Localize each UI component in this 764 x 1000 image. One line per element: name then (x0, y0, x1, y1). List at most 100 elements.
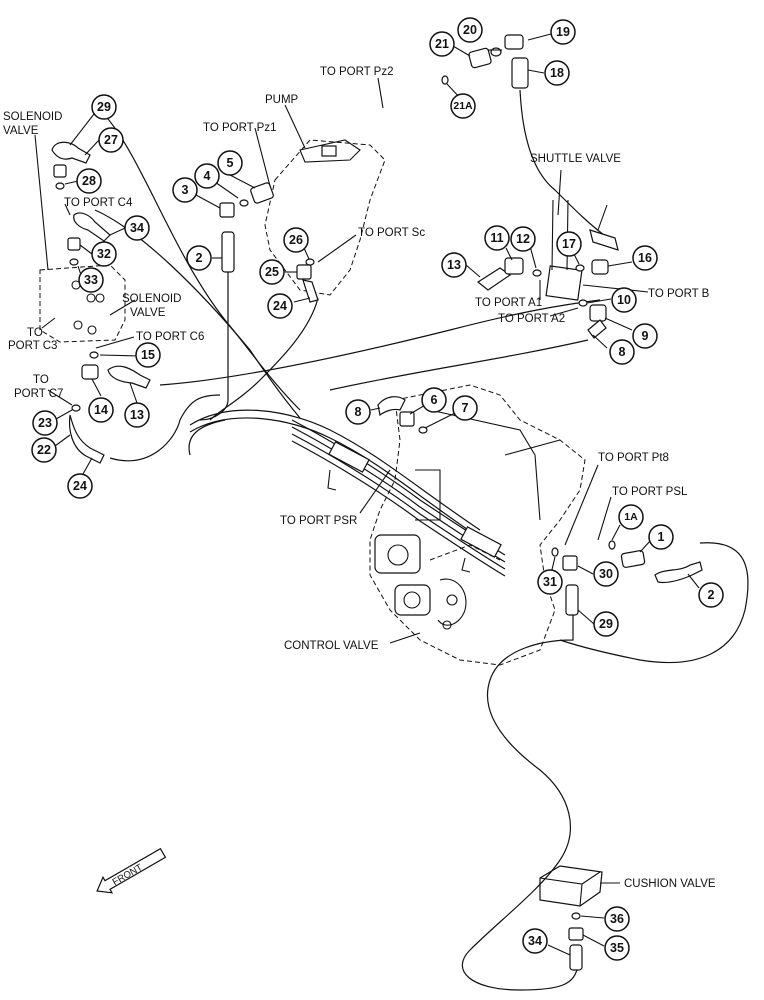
svg-text:20: 20 (463, 23, 477, 37)
svg-text:8: 8 (355, 405, 362, 419)
callout-29b: 29 (593, 611, 619, 637)
to-port-psl-label: TO PORT PSL (612, 486, 688, 498)
callout-8a: 8 (609, 339, 635, 365)
callout-4: 4 (194, 163, 220, 189)
to-port-c6-label: TO PORT C6 (136, 331, 204, 343)
svg-text:23: 23 (38, 416, 52, 430)
callout-31: 31 (537, 569, 563, 595)
svg-text:3: 3 (182, 183, 189, 197)
callout-14: 14 (88, 397, 114, 423)
svg-text:26: 26 (289, 233, 303, 247)
svg-text:15: 15 (141, 348, 155, 362)
callout-30: 30 (593, 561, 619, 587)
svg-text:13: 13 (447, 258, 461, 272)
pump-label: PUMP (265, 94, 299, 106)
svg-text:4: 4 (204, 169, 211, 183)
callout-17: 17 (556, 231, 582, 257)
callout-25: 25 (259, 259, 285, 285)
svg-text:17: 17 (562, 237, 576, 251)
callout-9: 9 (632, 323, 658, 349)
svg-text:36: 36 (610, 912, 624, 926)
svg-text:2: 2 (708, 588, 715, 602)
callout-36: 36 (604, 906, 630, 932)
solenoid-valve-mid-label-1: SOLENOID (122, 293, 181, 305)
svg-text:30: 30 (599, 567, 613, 581)
svg-text:9: 9 (642, 329, 649, 343)
fittings (51, 34, 703, 971)
callout-23: 23 (32, 410, 58, 436)
callout-10: 10 (611, 287, 637, 313)
svg-text:31: 31 (543, 575, 557, 589)
svg-text:24: 24 (73, 479, 87, 493)
svg-text:5: 5 (227, 156, 234, 170)
callout-2a: 2 (186, 245, 212, 271)
svg-text:11: 11 (490, 231, 503, 245)
svg-text:8: 8 (619, 345, 626, 359)
to-port-a2-label: TO PORT A2 (498, 313, 565, 325)
to-port-c3-label-1: TO (27, 327, 43, 339)
text-labels: SOLENOID VALVE SOLENOID VALVE PUMP TO PO… (3, 66, 716, 890)
callout-24a: 24 (267, 293, 293, 319)
callout-15: 15 (135, 342, 161, 368)
callout-5: 5 (217, 150, 243, 176)
callout-18: 18 (544, 60, 570, 86)
to-port-c3-label-2: PORT C3 (8, 340, 57, 352)
control-valve-label: CONTROL VALVE (284, 640, 379, 652)
callout-8b: 8 (345, 399, 371, 425)
solenoid-valve-mid-label-2: VALVE (130, 307, 166, 319)
callout-1: 1 (648, 524, 674, 550)
callout-20: 20 (457, 17, 483, 43)
svg-text:10: 10 (617, 293, 631, 307)
svg-text:16: 16 (638, 251, 652, 265)
to-port-a1-label: TO PORT A1 (475, 297, 542, 309)
svg-text:29: 29 (97, 100, 111, 114)
svg-text:12: 12 (516, 232, 530, 246)
callout-21a: 21A (450, 93, 476, 119)
callout-13b: 13 (124, 402, 150, 428)
to-port-psr-label: TO PORT PSR (280, 515, 357, 527)
callout-1a: 1A (618, 504, 644, 530)
to-port-c7-label-1: TO (33, 374, 49, 386)
to-port-pz1-label: TO PORT Pz1 (203, 122, 277, 134)
svg-text:1: 1 (658, 530, 665, 544)
callout-26: 26 (283, 227, 309, 253)
to-port-pt8-label: TO PORT Pt8 (598, 452, 669, 464)
callout-11: 11 (484, 225, 510, 251)
leader-lines (34, 33, 700, 956)
svg-text:21: 21 (435, 37, 449, 51)
to-port-pz2-label: TO PORT Pz2 (320, 66, 394, 78)
callout-24b: 24 (67, 473, 93, 499)
svg-text:34: 34 (528, 934, 542, 948)
callout-34a: 34 (124, 215, 150, 241)
callout-3: 3 (172, 177, 198, 203)
svg-text:35: 35 (610, 941, 624, 955)
pump (264, 139, 386, 296)
callout-29a: 29 (91, 94, 117, 120)
callout-35: 35 (604, 935, 630, 961)
solenoid-valve-top-label-1: SOLENOID (3, 111, 62, 123)
to-port-c7-label-2: PORT C7 (14, 388, 63, 400)
svg-text:18: 18 (550, 66, 564, 80)
svg-text:14: 14 (94, 403, 108, 417)
callout-28: 28 (76, 168, 102, 194)
solenoid-valve-block (39, 264, 126, 343)
control-valve (369, 384, 586, 666)
svg-text:19: 19 (556, 25, 570, 39)
svg-text:24: 24 (273, 299, 287, 313)
hose-bundle (94, 89, 749, 991)
callout-bubbles: 20 19 21 18 21A 29 27 28 34 32 33 5 4 3 … (31, 17, 724, 961)
svg-text:32: 32 (97, 247, 111, 261)
callout-27: 27 (98, 127, 124, 153)
svg-text:6: 6 (431, 393, 438, 407)
callout-33: 33 (78, 267, 104, 293)
callout-19: 19 (550, 19, 576, 45)
svg-text:29: 29 (599, 617, 613, 631)
cushion-valve (539, 865, 603, 907)
shuttle-valve-label: SHUTTLE VALVE (530, 153, 621, 165)
svg-text:21A: 21A (453, 100, 473, 112)
callout-7: 7 (452, 395, 478, 421)
callout-13a: 13 (441, 252, 467, 278)
svg-text:33: 33 (84, 273, 98, 287)
callout-16: 16 (632, 245, 658, 271)
